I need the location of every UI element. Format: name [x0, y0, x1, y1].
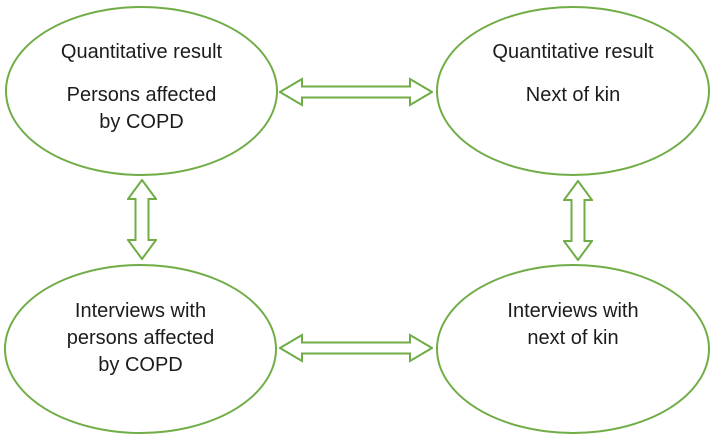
- node-text-line: Quantitative result: [492, 41, 654, 63]
- node-text-line: Quantitative result: [60, 41, 223, 63]
- node-interviews-next-of-kin: Interviews with next of kin: [436, 264, 710, 434]
- node-text-line: by COPD: [98, 354, 183, 376]
- double-arrow-shape: [279, 77, 433, 107]
- double-arrow-horizontal-bottom-icon: [279, 333, 433, 363]
- double-arrow-vertical-left-icon: [127, 179, 157, 260]
- double-arrow-shape: [279, 333, 433, 363]
- node-text-line: Persons affected: [66, 84, 217, 106]
- double-arrow-vertical-right-icon: [563, 180, 593, 261]
- double-arrow-shape: [563, 180, 593, 261]
- node-text-line: persons affected: [66, 327, 215, 349]
- node-text-line: Next of kin: [525, 84, 621, 106]
- node-text-line: Interviews with: [74, 300, 207, 322]
- node-quantitative-result-copd: Quantitative result Persons affected by …: [5, 6, 278, 176]
- node-interviews-persons-copd: Interviews with persons affected by COPD: [4, 264, 277, 434]
- node-text-line: next of kin: [527, 327, 619, 349]
- node-quantitative-result-next-of-kin: Quantitative result Next of kin: [436, 6, 710, 176]
- double-arrow-shape: [127, 179, 157, 260]
- node-text-line: by COPD: [99, 111, 184, 133]
- double-arrow-horizontal-top-icon: [279, 77, 433, 107]
- node-text-line: Interviews with: [507, 300, 639, 322]
